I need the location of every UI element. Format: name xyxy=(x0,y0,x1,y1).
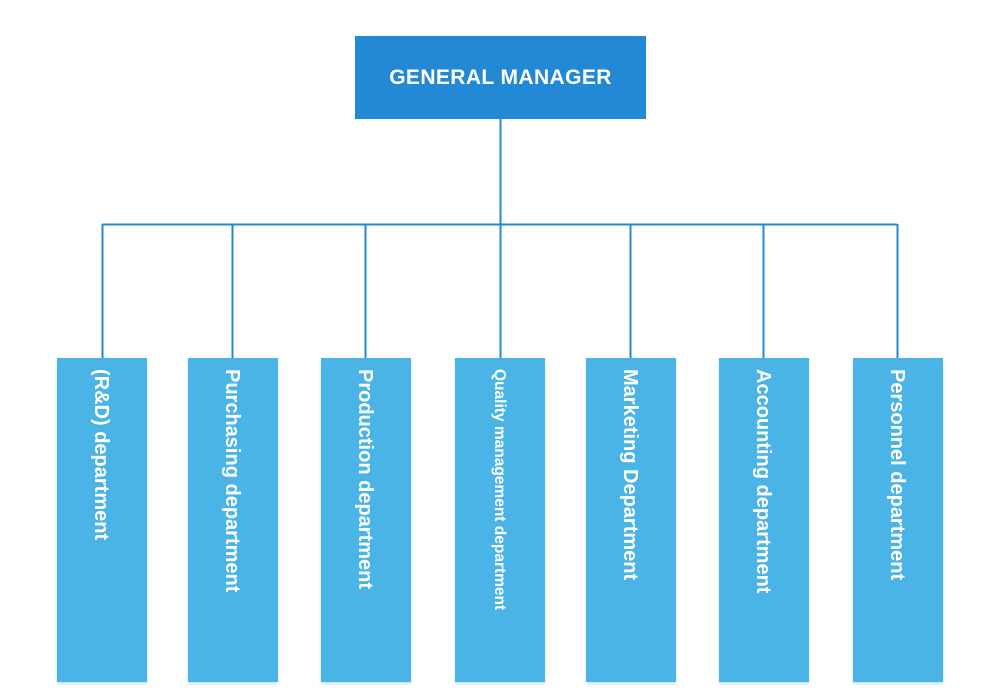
node-purchasing-department-label: Purchasing department xyxy=(221,369,243,593)
node-rd-department[interactable]: (R&D) department xyxy=(57,358,147,682)
node-personnel-department[interactable]: Personnel department xyxy=(853,358,943,682)
node-quality-management-department-label: Quality management department xyxy=(491,369,508,611)
node-quality-management-department[interactable]: Quality management department xyxy=(455,358,545,682)
node-accounting-department[interactable]: Accounting department xyxy=(719,358,809,682)
node-marketing-department[interactable]: Marketing Department xyxy=(586,358,676,682)
node-accounting-department-label: Accounting department xyxy=(752,369,774,594)
node-production-department[interactable]: Production department xyxy=(321,358,411,682)
node-purchasing-department[interactable]: Purchasing department xyxy=(188,358,278,682)
node-general-manager-label: GENERAL MANAGER xyxy=(389,65,612,89)
node-production-department-label: Production department xyxy=(354,369,376,590)
node-rd-department-label: (R&D) department xyxy=(90,369,112,541)
node-general-manager[interactable]: GENERAL MANAGER xyxy=(355,36,646,119)
node-marketing-department-label: Marketing Department xyxy=(619,369,641,581)
node-personnel-department-label: Personnel department xyxy=(886,369,908,581)
